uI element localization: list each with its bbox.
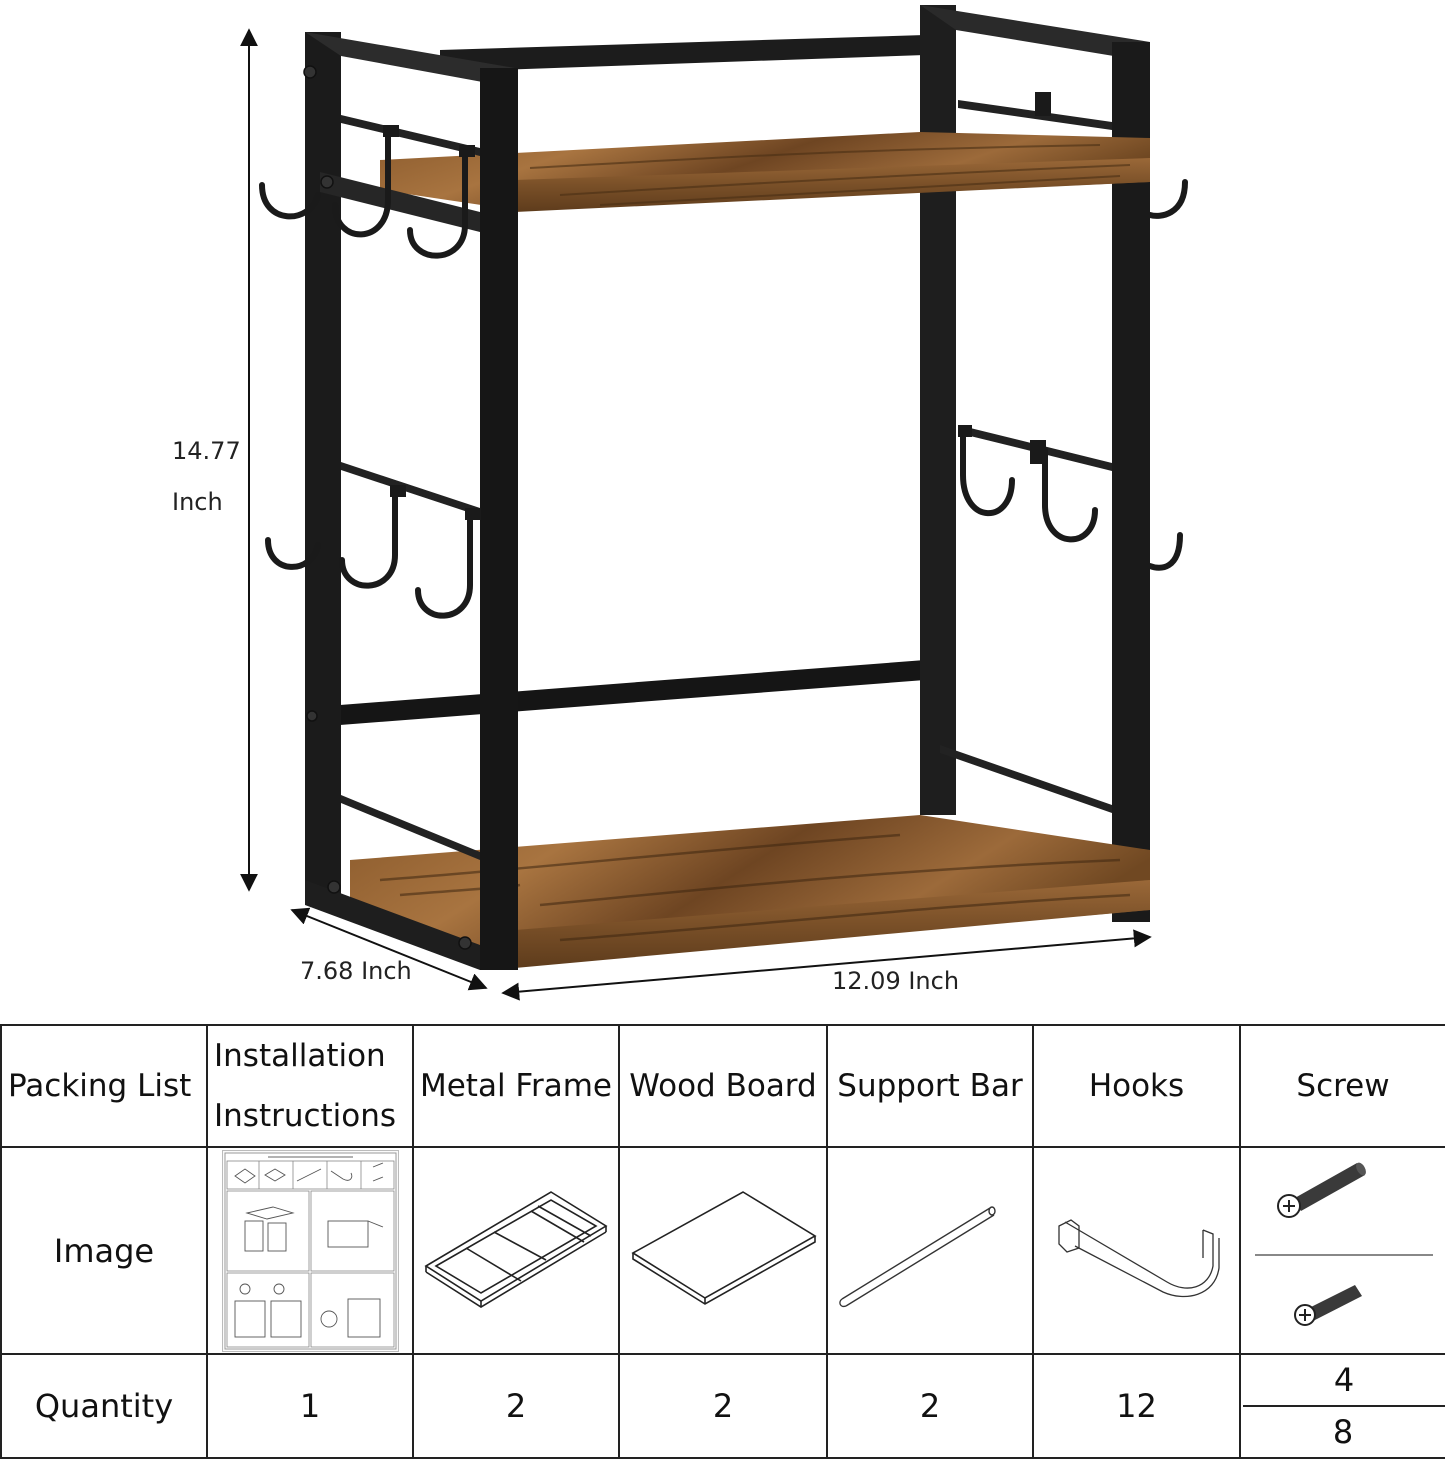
quantity-short-screw: 8 bbox=[1332, 1413, 1354, 1451]
quantity-support-bar: 2 bbox=[826, 1353, 1034, 1459]
column-header-hooks: Hooks bbox=[1032, 1024, 1241, 1148]
hook-icon bbox=[339, 487, 398, 589]
right-front-post bbox=[1112, 42, 1150, 922]
product-illustration: 14.77 Inch 7.68 Inch 12.09 Inch bbox=[172, 5, 1188, 1001]
header-line-2: Instructions bbox=[214, 1098, 397, 1134]
screws-drawing bbox=[1255, 1162, 1433, 1326]
quantity-long-screw: 4 bbox=[1243, 1355, 1445, 1407]
quantity-installation-instructions: 1 bbox=[206, 1353, 414, 1459]
hook-icon bbox=[960, 427, 1015, 517]
left-mid-hook-bar bbox=[341, 462, 480, 516]
hook-icon bbox=[265, 537, 321, 570]
hook-icon bbox=[407, 149, 468, 259]
hook-icon bbox=[332, 127, 391, 238]
column-header-support-bar: Support Bar bbox=[826, 1024, 1034, 1148]
table-header-row: Packing List Installation Instructions M… bbox=[0, 1024, 1445, 1148]
back-support-bar bbox=[340, 660, 925, 725]
metal-frame-drawing bbox=[424, 1190, 608, 1308]
width-dimension-arrow bbox=[501, 929, 1152, 1001]
quantity-screw-cell: 4 8 bbox=[1239, 1353, 1445, 1459]
wood-board-image-cell bbox=[618, 1146, 828, 1355]
quantity-metal-frame: 2 bbox=[412, 1353, 620, 1459]
left-top-rail bbox=[305, 32, 515, 88]
hook-clips bbox=[383, 92, 1051, 520]
column-header-screw: Screw bbox=[1239, 1024, 1445, 1148]
quantity-hooks: 12 bbox=[1032, 1353, 1241, 1459]
two-tier-shelf-rack-image bbox=[240, 5, 1188, 1001]
wood-board-drawing bbox=[631, 1190, 817, 1305]
depth-label: 7.68 Inch bbox=[300, 957, 412, 985]
height-value-label: 14.77 bbox=[172, 437, 241, 465]
column-header-wood-board: Wood Board bbox=[618, 1024, 828, 1148]
frame-screws bbox=[303, 65, 472, 950]
instruction-manual-cell bbox=[206, 1146, 414, 1355]
hook-icon bbox=[259, 182, 321, 220]
height-unit-label: Inch bbox=[172, 488, 223, 516]
quantity-wood-board: 2 bbox=[618, 1353, 828, 1459]
hook-drawing bbox=[1057, 1218, 1220, 1297]
hook-icon bbox=[1042, 447, 1098, 543]
quantity-row-label: Quantity bbox=[0, 1353, 208, 1459]
short-screw-icon bbox=[1294, 1284, 1362, 1326]
hook-icon bbox=[415, 512, 473, 619]
packing-list-header: Packing List bbox=[0, 1024, 208, 1148]
support-bar-drawing bbox=[839, 1205, 996, 1307]
left-front-post bbox=[480, 68, 518, 970]
width-label: 12.09 Inch bbox=[832, 967, 960, 995]
lower-shelf-front-edge bbox=[515, 880, 1150, 968]
right-top-rail bbox=[920, 5, 1150, 62]
long-screw-icon bbox=[1277, 1162, 1366, 1218]
instruction-manual-thumbnail bbox=[221, 1149, 399, 1352]
left-bottom-rail bbox=[305, 880, 480, 970]
packing-list-table: Packing List Installation Instructions M… bbox=[0, 1024, 1445, 1459]
left-lower-side-bar bbox=[341, 795, 480, 860]
back-top-rail bbox=[440, 35, 925, 72]
left-upper-shelf-rail bbox=[320, 172, 480, 232]
image-row-label: Image bbox=[0, 1146, 208, 1355]
column-header-metal-frame: Metal Frame bbox=[412, 1024, 620, 1148]
hooks bbox=[259, 127, 1188, 619]
column-header-installation-instructions: Installation Instructions bbox=[206, 1024, 414, 1148]
support-bar-image-cell bbox=[826, 1146, 1034, 1355]
instruction-manual-icon bbox=[224, 1152, 396, 1349]
header-line-1: Installation bbox=[214, 1038, 386, 1074]
table-quantity-row: Quantity 1 2 2 2 12 4 8 bbox=[0, 1353, 1445, 1459]
hook-icon bbox=[1147, 532, 1183, 571]
depth-dimension-arrow bbox=[290, 907, 488, 991]
metal-frame-image-cell bbox=[412, 1146, 620, 1355]
hooks-image-cell bbox=[1032, 1146, 1241, 1355]
table-image-row: Image bbox=[0, 1146, 1445, 1355]
right-lower-side-bar bbox=[940, 745, 1112, 813]
screws-image-cell bbox=[1239, 1146, 1445, 1355]
left-upper-hook-bar bbox=[341, 115, 480, 156]
right-rear-post bbox=[920, 5, 956, 815]
hook-icon bbox=[1147, 179, 1188, 219]
left-rear-post bbox=[305, 32, 341, 902]
